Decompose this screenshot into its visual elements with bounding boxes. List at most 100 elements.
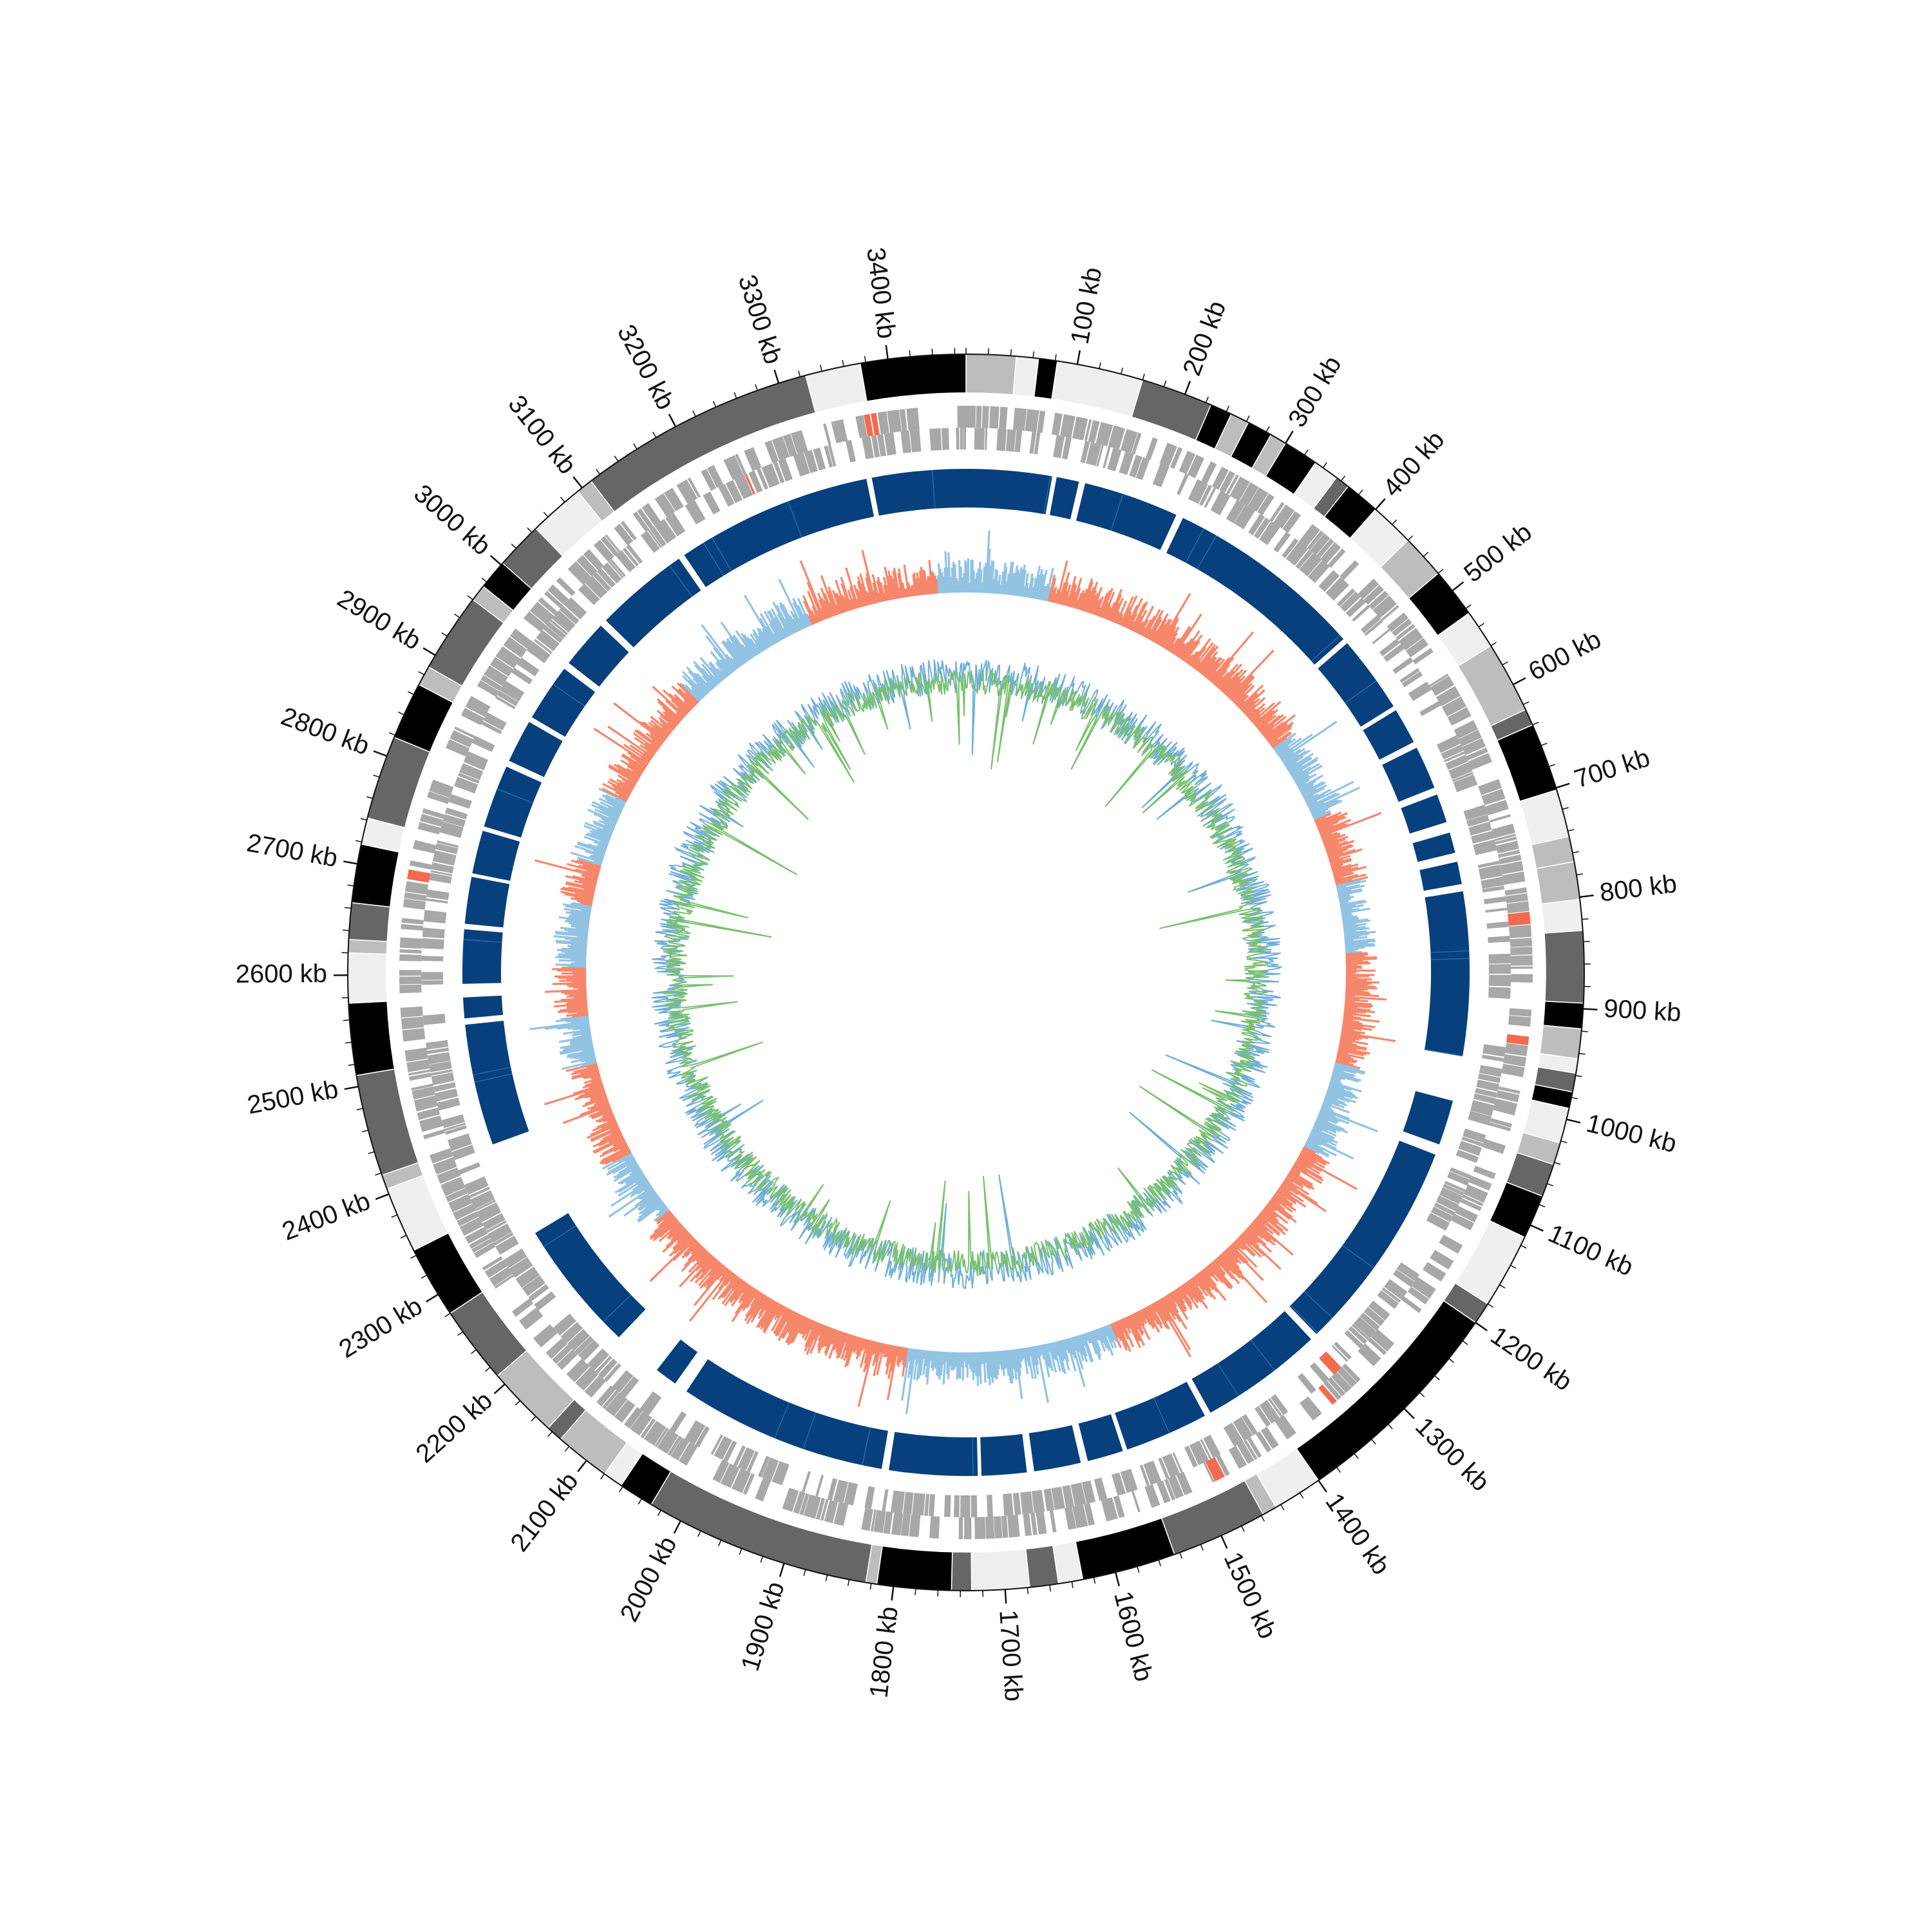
skew-positive-bar	[1240, 1233, 1265, 1257]
scale-tick-label: 2900 kb	[332, 584, 426, 656]
reverse-strand-feature	[1477, 860, 1500, 868]
skew-positive-bar	[1335, 878, 1352, 885]
skew-positive-bar	[1301, 1150, 1327, 1165]
reverse-strand-feature	[475, 1199, 497, 1211]
reverse-strand-feature	[1234, 504, 1256, 529]
contig-segment	[965, 354, 1017, 395]
forward-strand-feature	[538, 597, 558, 616]
skew-positive-bar	[1338, 1045, 1357, 1051]
skew-positive-bar	[1132, 601, 1148, 632]
skew-positive-bar	[614, 791, 629, 800]
forward-strand-feature	[1095, 422, 1113, 446]
skew-negative-bar	[601, 1151, 632, 1170]
skew-negative-bar	[1021, 1348, 1025, 1359]
skew-negative-bar	[1038, 574, 1045, 600]
skew-positive-bar	[1149, 619, 1162, 641]
skew-negative-bar	[752, 629, 767, 650]
forward-strand-feature	[1001, 1515, 1009, 1539]
skew-positive-bar	[564, 893, 594, 901]
skew-positive-bar	[1123, 611, 1132, 628]
skew-negative-bar	[1343, 925, 1366, 931]
skew-positive-bar	[1115, 1321, 1128, 1348]
reverse-strand-feature	[1484, 896, 1506, 905]
skew-negative-bar	[691, 688, 703, 701]
skew-negative-bar	[638, 1199, 663, 1219]
skew-positive-bar	[1335, 1061, 1361, 1070]
skew-positive-bar	[885, 1344, 892, 1367]
forward-strand-feature	[744, 447, 762, 471]
skew-negative-bar	[749, 638, 761, 654]
skew-positive-bar	[1260, 714, 1284, 734]
conserved-block	[684, 478, 875, 587]
block-highlight-stripe	[1043, 475, 1051, 515]
skew-positive-bar	[886, 1346, 899, 1401]
skew-positive-bar	[739, 1284, 751, 1301]
skew-negative-bar	[1290, 759, 1318, 777]
minor-tick	[345, 907, 352, 909]
skew-negative-bar	[1325, 1092, 1350, 1103]
skew-positive-bar	[788, 1312, 800, 1334]
skew-negative-bar	[985, 1352, 989, 1379]
skew-positive-bar	[1180, 640, 1195, 660]
skew-positive-bar	[681, 1247, 705, 1272]
skew-negative-bar	[570, 903, 592, 909]
skew-positive-bar	[1265, 1204, 1275, 1212]
forward-strand-feature	[575, 1367, 599, 1391]
minor-tick	[361, 1130, 368, 1133]
skew-positive-bar	[587, 1123, 619, 1139]
skew-negative-bar	[1081, 1334, 1093, 1363]
skew-positive-bar	[1298, 1155, 1358, 1190]
skew-positive-bar	[1258, 723, 1269, 732]
skew-positive-bar	[683, 701, 693, 710]
major-tick	[1475, 1321, 1488, 1332]
skew-positive-bar	[1112, 1322, 1122, 1341]
skew-negative-bar	[1340, 901, 1349, 905]
minor-tick	[739, 1548, 743, 1555]
skew-positive-bar	[818, 1324, 825, 1336]
reverse-strand-feature	[1363, 1307, 1385, 1327]
forward-strand-feature	[399, 949, 422, 954]
skew-negative-bar	[998, 584, 1002, 594]
skew-positive-bar	[578, 880, 597, 886]
forward-strand-feature	[411, 1083, 433, 1091]
skew-negative-bar	[1088, 1331, 1098, 1355]
skew-negative-bar	[1027, 573, 1034, 598]
skew-positive-bar	[1188, 1279, 1204, 1300]
skew-positive-bar	[1162, 1296, 1176, 1317]
conserved-block	[531, 668, 596, 737]
skew-negative-bar	[1077, 1335, 1088, 1363]
skew-positive-bar	[658, 717, 674, 731]
forward-strand-feature	[484, 665, 508, 687]
skew-positive-bar	[1335, 1059, 1354, 1066]
reverse-strand-feature	[640, 531, 660, 553]
reverse-strand-feature	[431, 1072, 455, 1086]
skew-positive-bar	[1294, 1161, 1323, 1179]
skew-positive-bar	[582, 864, 601, 871]
skew-positive-bar	[1343, 1009, 1366, 1014]
skew-positive-bar	[1200, 1270, 1218, 1293]
skew-negative-bar	[555, 932, 588, 938]
skew-positive-bar	[670, 699, 688, 715]
skew-negative-bar	[1332, 1073, 1359, 1083]
skew-positive-bar	[1345, 998, 1368, 1003]
skew-negative-bar	[571, 1031, 591, 1037]
forward-strand-feature	[469, 1234, 491, 1249]
skew-positive-bar	[1209, 1262, 1233, 1289]
skew-positive-bar	[731, 1287, 755, 1323]
skew-negative-bar	[567, 1048, 594, 1057]
skew-positive-bar	[887, 570, 896, 600]
skew-positive-bar	[1323, 838, 1338, 846]
skew-negative-bar	[1331, 1074, 1345, 1081]
minor-tick	[755, 384, 758, 391]
skew-positive-bar	[587, 1100, 609, 1110]
skew-negative-bar	[1021, 586, 1026, 597]
skew-negative-bar	[706, 681, 714, 690]
skew-positive-bar	[802, 595, 817, 624]
forward-strand-feature	[1007, 1515, 1020, 1538]
skew-negative-bar	[1343, 930, 1356, 934]
minor-tick	[1322, 462, 1327, 468]
skew-negative-bar	[568, 922, 589, 927]
reverse-strand-feature	[620, 1376, 639, 1398]
skew-positive-bar	[1345, 958, 1378, 961]
skew-negative-bar	[1050, 1342, 1057, 1361]
